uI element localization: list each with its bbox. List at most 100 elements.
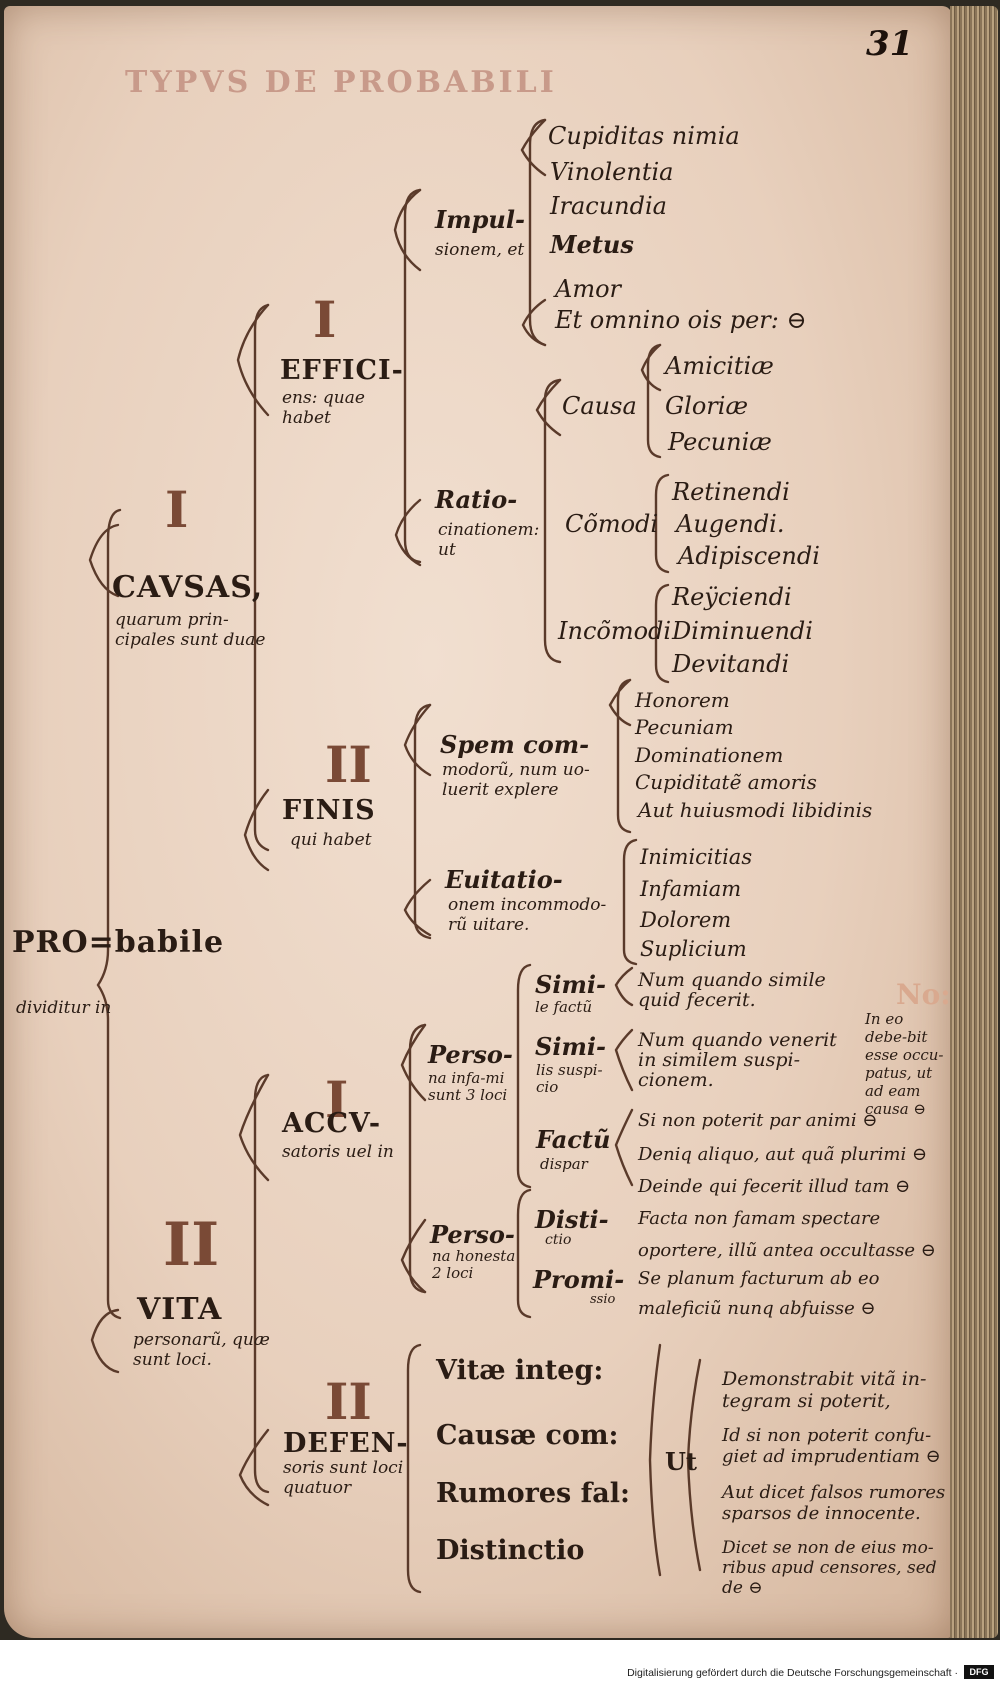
defensoris-result-1: Demonstrabit vitã in-tegram si poterit, bbox=[722, 1368, 952, 1412]
causa-item-1: Amicitiæ bbox=[665, 352, 774, 380]
simile-factu-sub: le factũ bbox=[535, 998, 592, 1016]
spem-item-1: Honorem bbox=[635, 688, 730, 712]
factu-dispar-line-3: Deinde qui fecerit illud tam ⊖ bbox=[638, 1176, 910, 1197]
causas-number: I bbox=[165, 480, 188, 539]
spem-label: Spem com- bbox=[440, 730, 589, 759]
incomodi-label: Incõmodi bbox=[558, 617, 671, 645]
distinctio-line-2: oportere, illũ antea occultasse ⊖ bbox=[638, 1240, 936, 1261]
persona-infami-sub: na infa-mi sunt 3 loci bbox=[428, 1070, 518, 1104]
simile-factu-label: Simi- bbox=[535, 970, 606, 999]
evitatio-label: Euitatio- bbox=[445, 865, 563, 894]
spem-item-4: Cupiditatẽ amoris bbox=[635, 770, 817, 794]
comodi-item-1: Retinendi bbox=[672, 478, 790, 506]
distinctio-label: Disti- bbox=[535, 1205, 609, 1234]
finis-number: II bbox=[325, 735, 372, 794]
brace-efficiens bbox=[238, 305, 268, 415]
spem-item-2: Pecuniam bbox=[635, 715, 734, 739]
accusatoris-label: ACCV- bbox=[282, 1108, 381, 1139]
defensoris-result-2: Id si non poterit confu-giet ad impruden… bbox=[722, 1425, 952, 1467]
incomodi-item-1: Reÿciendi bbox=[672, 583, 792, 611]
causa-label: Causa bbox=[562, 392, 637, 420]
accusatoris-sub: satoris uel in bbox=[282, 1142, 402, 1162]
defensoris-label: DEFEN- bbox=[283, 1428, 409, 1459]
persona-honesta-sub: na honesta 2 loci bbox=[432, 1248, 522, 1282]
incomodi-item-3: Devitandi bbox=[672, 650, 789, 678]
impulsionem-label: Impul- bbox=[435, 205, 525, 234]
evitatio-sub: onem incommodo-rũ uitare. bbox=[448, 895, 618, 935]
factu-dispar-sub: dispar bbox=[540, 1155, 588, 1173]
comodi-label: Cõmodi bbox=[565, 510, 658, 538]
impulsionem-item-6: Et omnino ois per: ⊖ bbox=[555, 306, 807, 334]
impulsionem-item-5: Amor bbox=[555, 275, 621, 303]
efficiens-number: I bbox=[313, 290, 336, 349]
factu-dispar-label: Factũ bbox=[536, 1125, 610, 1154]
impulsionem-item-4: Metus bbox=[550, 230, 634, 259]
efficiens-sub: ens: quae habet bbox=[282, 388, 412, 428]
spem-sub: modorũ, num uo-luerit explere bbox=[442, 760, 612, 800]
evitatio-item-2: Infamiam bbox=[640, 877, 741, 901]
impulsionem-sub: sionem, et bbox=[435, 240, 524, 260]
persona-honesta-label: Perso- bbox=[430, 1220, 515, 1249]
defensoris-item-2: Causæ com: bbox=[436, 1420, 619, 1451]
defensoris-result-4: Dicet se non de eius mo-ribus apud censo… bbox=[722, 1538, 952, 1598]
finis-label: FINIS bbox=[282, 795, 376, 826]
defensoris-item-4: Distinctio bbox=[436, 1535, 584, 1566]
causas-label: CAVSAS, bbox=[112, 570, 263, 605]
distinctio-sub: ctio bbox=[545, 1232, 571, 1248]
factu-dispar-line-1: Si non poterit par animi ⊖ bbox=[638, 1110, 877, 1131]
factu-dispar-line-2: Deniq aliquo, aut quã plurimi ⊖ bbox=[638, 1144, 927, 1165]
promissio-line-2: maleficiũ nunq abfuisse ⊖ bbox=[638, 1298, 876, 1319]
evitatio-item-3: Dolorem bbox=[640, 908, 731, 932]
brace-finis-children bbox=[415, 705, 430, 938]
incomodi-item-2: Diminuendi bbox=[672, 617, 813, 645]
impulsionem-item-3: Iracundia bbox=[550, 192, 667, 220]
distinctio-line-1: Facta non famam spectare bbox=[638, 1208, 880, 1229]
efficiens-label: EFFICI- bbox=[280, 355, 404, 386]
folio-number: 31 bbox=[866, 24, 913, 64]
brace-vita bbox=[92, 1310, 118, 1372]
brace-impulsionem bbox=[395, 190, 420, 270]
root-label: PRO=babile bbox=[12, 925, 224, 960]
page-title: TYPVS DE PROBABILI bbox=[125, 65, 557, 100]
defensoris-item-3: Rumores fal: bbox=[436, 1478, 630, 1509]
evitatio-item-1: Inimicitias bbox=[640, 845, 752, 869]
causas-sub: quarum prin-cipales sunt duae bbox=[115, 610, 275, 650]
defensoris-result-3: Aut dicet falsos rumores sparsos de inno… bbox=[722, 1482, 952, 1524]
brace-vita-children bbox=[255, 1075, 268, 1492]
promissio-line-1: Se planum facturum ab eo bbox=[638, 1268, 879, 1289]
marginal-note: In eo debe-bit esse occu-patus, ut ad ea… bbox=[865, 1010, 950, 1118]
spem-item-3: Dominationem bbox=[635, 743, 783, 767]
footer-credit: Digitalisierung gefördert durch die Deut… bbox=[627, 1667, 958, 1679]
defensoris-number: II bbox=[325, 1372, 372, 1431]
brace-finis bbox=[245, 790, 268, 870]
promissio-label: Promi- bbox=[533, 1265, 624, 1294]
defensoris-sub: soris sunt loci quatuor bbox=[283, 1458, 413, 1498]
causa-item-2: Gloriæ bbox=[665, 392, 748, 420]
ratiocinationem-label: Ratio- bbox=[435, 485, 517, 514]
similis-suspicio-text: Num quando venerit in similem suspi-cion… bbox=[638, 1030, 858, 1090]
simile-factu-text: Num quando simile quid fecerit. bbox=[638, 970, 858, 1010]
vita-label: VITA bbox=[137, 1292, 222, 1327]
finis-sub: qui habet bbox=[290, 830, 372, 850]
persona-infami-label: Perso- bbox=[428, 1040, 513, 1069]
marginal-nota: No: bbox=[896, 978, 951, 1011]
impulsionem-item-1: Cupiditas nimia bbox=[548, 122, 740, 150]
defensoris-item-1: Vitæ integ: bbox=[436, 1355, 603, 1386]
causa-item-3: Pecuniæ bbox=[668, 428, 772, 456]
vita-sub: personarũ, quæ sunt loci. bbox=[133, 1330, 273, 1370]
ratiocinationem-sub: cinationem: ut bbox=[438, 520, 558, 560]
similis-suspicio-sub: lis suspi-cio bbox=[536, 1062, 606, 1096]
comodi-item-3: Adipiscendi bbox=[678, 542, 820, 570]
brace-ratiocinationem bbox=[396, 500, 420, 565]
dfg-logo: DFG bbox=[964, 1665, 994, 1679]
root-sub: dividitur in bbox=[16, 998, 111, 1018]
evitatio-item-4: Suplicium bbox=[640, 937, 747, 961]
comodi-item-2: Augendi. bbox=[676, 510, 784, 538]
spem-item-5: Aut huiusmodi libidinis bbox=[638, 798, 872, 822]
vita-number: II bbox=[163, 1210, 219, 1280]
impulsionem-item-2: Vinolentia bbox=[550, 158, 673, 186]
promissio-sub: ssio bbox=[590, 1292, 615, 1307]
similis-suspicio-label: Simi- bbox=[535, 1032, 606, 1061]
ut-label: Ut bbox=[665, 1447, 697, 1476]
